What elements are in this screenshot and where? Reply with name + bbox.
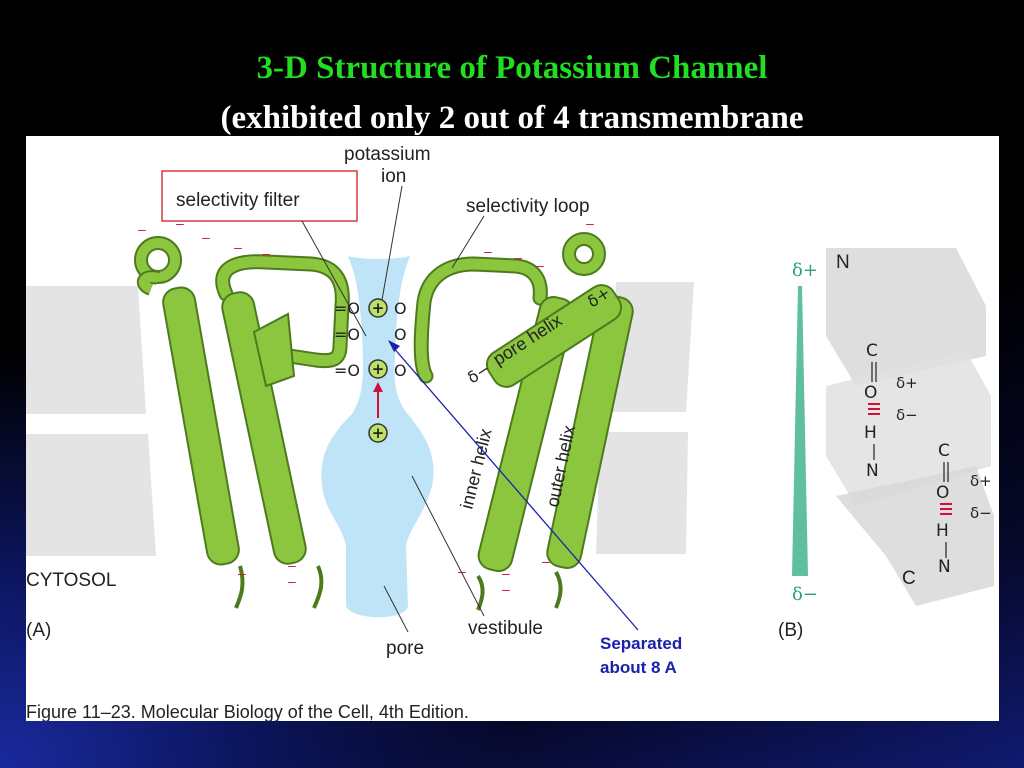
panel-b-label: (B) bbox=[778, 620, 803, 641]
membrane bbox=[26, 282, 694, 556]
dipole-delta-plus: δ+ bbox=[792, 260, 818, 281]
svg-text:–: – bbox=[288, 557, 296, 573]
dipole-delta-minus: δ− bbox=[792, 584, 818, 605]
svg-text:+: + bbox=[372, 299, 385, 317]
cytosol-label: CYTOSOL bbox=[26, 570, 116, 591]
selectivity-filter-box bbox=[161, 170, 358, 222]
svg-text:–: – bbox=[458, 563, 466, 579]
pore-label: pore bbox=[386, 638, 424, 659]
svg-text:H: H bbox=[864, 423, 877, 443]
slide-subtitle: (exhibited only 2 out of 4 transmembrane bbox=[220, 100, 804, 136]
svg-text:–: – bbox=[288, 573, 296, 589]
leader-line-loop bbox=[451, 215, 485, 269]
leader-line-ion bbox=[381, 185, 403, 301]
panel-b: δ+ δ− N C C O H N δ+ δ− C O H N δ+ δ− bbox=[792, 248, 994, 606]
inner-helix-label: inner helix bbox=[456, 427, 495, 511]
svg-text:–: – bbox=[234, 239, 242, 255]
selectivity-filter-label: selectivity filter bbox=[176, 190, 300, 211]
leader-line-filter bbox=[301, 220, 367, 337]
svg-text:+: + bbox=[372, 424, 385, 442]
svg-text:H: H bbox=[936, 521, 949, 541]
potassium-ions: + + + bbox=[368, 298, 388, 443]
svg-text:N: N bbox=[866, 461, 879, 481]
right-subunit bbox=[413, 232, 634, 611]
svg-text:δ+: δ+ bbox=[970, 472, 992, 490]
svg-text:O: O bbox=[394, 299, 407, 318]
svg-text:δ+: δ+ bbox=[896, 374, 918, 392]
c-terminus-label: C bbox=[902, 568, 916, 589]
svg-text:+: + bbox=[372, 360, 385, 378]
svg-text:O: O bbox=[936, 483, 949, 503]
vestibule-label: vestibule bbox=[468, 618, 543, 639]
svg-text:δ−: δ− bbox=[970, 504, 992, 522]
figure-panel: =O =O =O O O O + + + selectivity filter … bbox=[26, 136, 999, 721]
svg-text:–: – bbox=[502, 565, 510, 581]
slide-title: 3-D Structure of Potassium Channel bbox=[256, 50, 768, 86]
svg-text:O: O bbox=[394, 325, 407, 344]
svg-text:–: – bbox=[238, 565, 246, 581]
potassium-channel-figure: =O =O =O O O O + + + selectivity filter … bbox=[26, 144, 994, 721]
svg-text:–: – bbox=[262, 245, 270, 261]
leader-line-vestibule bbox=[411, 475, 485, 617]
potassium-ion-label-1: potassium bbox=[344, 144, 431, 165]
svg-text:=O: =O bbox=[334, 361, 360, 380]
svg-text:–: – bbox=[586, 215, 594, 231]
left-subunit bbox=[134, 236, 350, 609]
potassium-ion-label-2: ion bbox=[381, 166, 406, 187]
svg-text:δ−: δ− bbox=[896, 406, 918, 424]
svg-text:C: C bbox=[866, 341, 878, 361]
annotation-line-2: about 8 A bbox=[600, 658, 677, 677]
selectivity-loop-label: selectivity loop bbox=[466, 196, 590, 217]
svg-text:–: – bbox=[542, 553, 550, 569]
leader-line-pore bbox=[383, 585, 409, 633]
dipole-wedge bbox=[792, 286, 808, 576]
annotation-pointer bbox=[391, 345, 639, 631]
svg-text:–: – bbox=[514, 249, 522, 265]
svg-text:N: N bbox=[938, 557, 951, 577]
svg-text:–: – bbox=[502, 581, 510, 597]
svg-text:–: – bbox=[176, 215, 184, 231]
svg-text:O: O bbox=[394, 361, 407, 380]
annotation-line-1: Separated bbox=[600, 634, 682, 653]
svg-text:C: C bbox=[938, 441, 950, 461]
charge-signs: – – – – – – – – – – – – – – – – bbox=[138, 215, 594, 597]
svg-text:O: O bbox=[864, 383, 877, 403]
svg-text:–: – bbox=[138, 221, 146, 237]
figure-caption: Figure 11–23. Molecular Biology of the C… bbox=[26, 702, 469, 721]
svg-text:–: – bbox=[484, 243, 492, 259]
annotation-arrowhead bbox=[388, 340, 400, 352]
svg-text:=O: =O bbox=[334, 325, 360, 344]
n-terminus-label: N bbox=[836, 252, 850, 273]
selectivity-filter-oxygens: =O =O =O O O O bbox=[334, 299, 407, 380]
svg-text:–: – bbox=[202, 229, 210, 245]
panel-a-label: (A) bbox=[26, 620, 51, 641]
svg-text:–: – bbox=[536, 257, 544, 273]
